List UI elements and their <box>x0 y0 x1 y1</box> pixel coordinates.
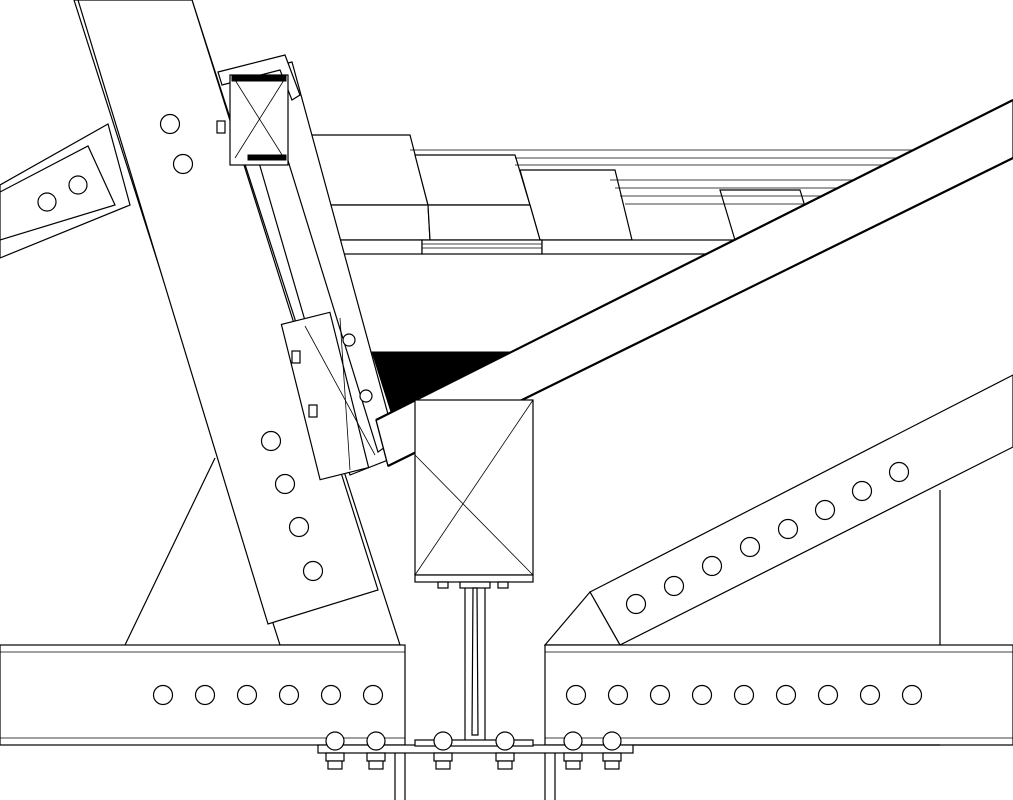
brace-gusset-plate <box>0 145 116 241</box>
bolt-hole <box>817 684 839 706</box>
bolt-hole <box>288 516 310 538</box>
bolt-assembly <box>366 731 386 770</box>
top-cap-plate <box>217 54 301 101</box>
bolt-hole <box>663 575 685 597</box>
bolt-nut <box>497 581 509 589</box>
base-plate <box>414 574 534 583</box>
bolt-head <box>291 350 301 364</box>
bolt-washer <box>495 752 515 762</box>
bolt-assembly <box>325 731 345 770</box>
post-web <box>471 587 479 736</box>
bolt-hole <box>359 389 373 403</box>
bolt-hole <box>859 684 881 706</box>
bolt-hole <box>495 731 515 751</box>
rafter-bolts <box>216 120 373 418</box>
bolt-nut <box>604 760 620 770</box>
bolt-hole <box>733 684 755 706</box>
bolt-hole <box>366 731 386 751</box>
bottom-chord-right <box>544 644 1013 746</box>
box-bottom-bar <box>247 154 287 161</box>
bolt-nut <box>368 760 384 770</box>
bolt-washer <box>563 752 583 762</box>
bottom-splice <box>317 739 940 800</box>
bolt-hole <box>68 175 88 195</box>
bolt-washer <box>602 752 622 762</box>
bolt-hole <box>325 731 345 751</box>
stiffener-cross <box>339 317 351 471</box>
bolt-nut <box>565 760 581 770</box>
rising-chord-end <box>375 419 389 467</box>
bolt-nut <box>497 760 513 770</box>
bolt-nut <box>327 760 343 770</box>
bolt-hole <box>691 684 713 706</box>
box-top-bar <box>231 75 287 82</box>
roof-decking <box>299 134 925 255</box>
bolt-hole <box>342 333 356 347</box>
rising-chord-edge <box>375 99 1013 421</box>
post-base-plate <box>414 739 534 747</box>
bolt-head <box>308 404 318 418</box>
bolt-hole <box>739 536 761 558</box>
bolt-hole <box>362 684 384 706</box>
bolt-nut <box>435 760 451 770</box>
stiffener-plate <box>280 311 370 481</box>
stiffener-cross <box>304 325 376 456</box>
box-cross <box>414 454 534 576</box>
bolt-hole <box>851 480 873 502</box>
bolt-nut <box>437 581 449 589</box>
bolt-hole <box>901 684 923 706</box>
bolt-assembly <box>495 731 515 770</box>
bolt-hole <box>563 731 583 751</box>
bottom-chord-left <box>0 644 406 746</box>
bolt-hole <box>602 731 622 751</box>
bolt-hole <box>701 555 723 577</box>
brace-line <box>124 457 216 646</box>
diagonal-splice-plate <box>77 0 379 625</box>
bolt-hole <box>777 518 799 540</box>
bolt-hole <box>278 684 300 706</box>
deck-channel <box>421 239 543 255</box>
bolt-washer <box>433 752 453 762</box>
bolt-head <box>216 120 226 134</box>
bolt-assembly <box>563 731 583 770</box>
bolt-assembly <box>433 731 453 770</box>
deck-panel <box>427 204 541 241</box>
bolt-hole <box>159 113 181 135</box>
bolt-hole <box>194 684 216 706</box>
bolt-hole <box>320 684 342 706</box>
bolt-hole <box>172 153 194 175</box>
bolt-hole <box>274 473 296 495</box>
upper-left-brace <box>0 123 131 259</box>
splice-bolt-row <box>325 731 622 770</box>
bolt-hole <box>302 560 324 582</box>
bolt-assembly <box>602 731 622 770</box>
bolt-hole <box>236 684 258 706</box>
deck-panel <box>414 154 531 206</box>
box-cross <box>414 399 534 576</box>
bolt-hole <box>814 499 836 521</box>
bolt-washer <box>366 752 386 762</box>
box-cross <box>234 79 285 159</box>
lower-diagonal-chord <box>589 374 1013 646</box>
bolt-hole <box>565 684 587 706</box>
bolt-hole <box>607 684 629 706</box>
post-flange-top <box>459 581 491 589</box>
deck-channel <box>339 239 423 255</box>
bolt-hole <box>37 192 57 212</box>
central-connection <box>414 399 534 740</box>
bolt-washer <box>325 752 345 762</box>
bolt-hole <box>152 684 174 706</box>
bolt-hole <box>888 461 910 483</box>
bolt-hole <box>625 593 647 615</box>
left-diagonal-member <box>73 0 401 646</box>
bolt-hole <box>775 684 797 706</box>
bolt-hole <box>649 684 671 706</box>
bolt-hole <box>433 731 453 751</box>
bolt-hole <box>260 430 282 452</box>
lower-right-diagonal <box>543 374 1013 646</box>
